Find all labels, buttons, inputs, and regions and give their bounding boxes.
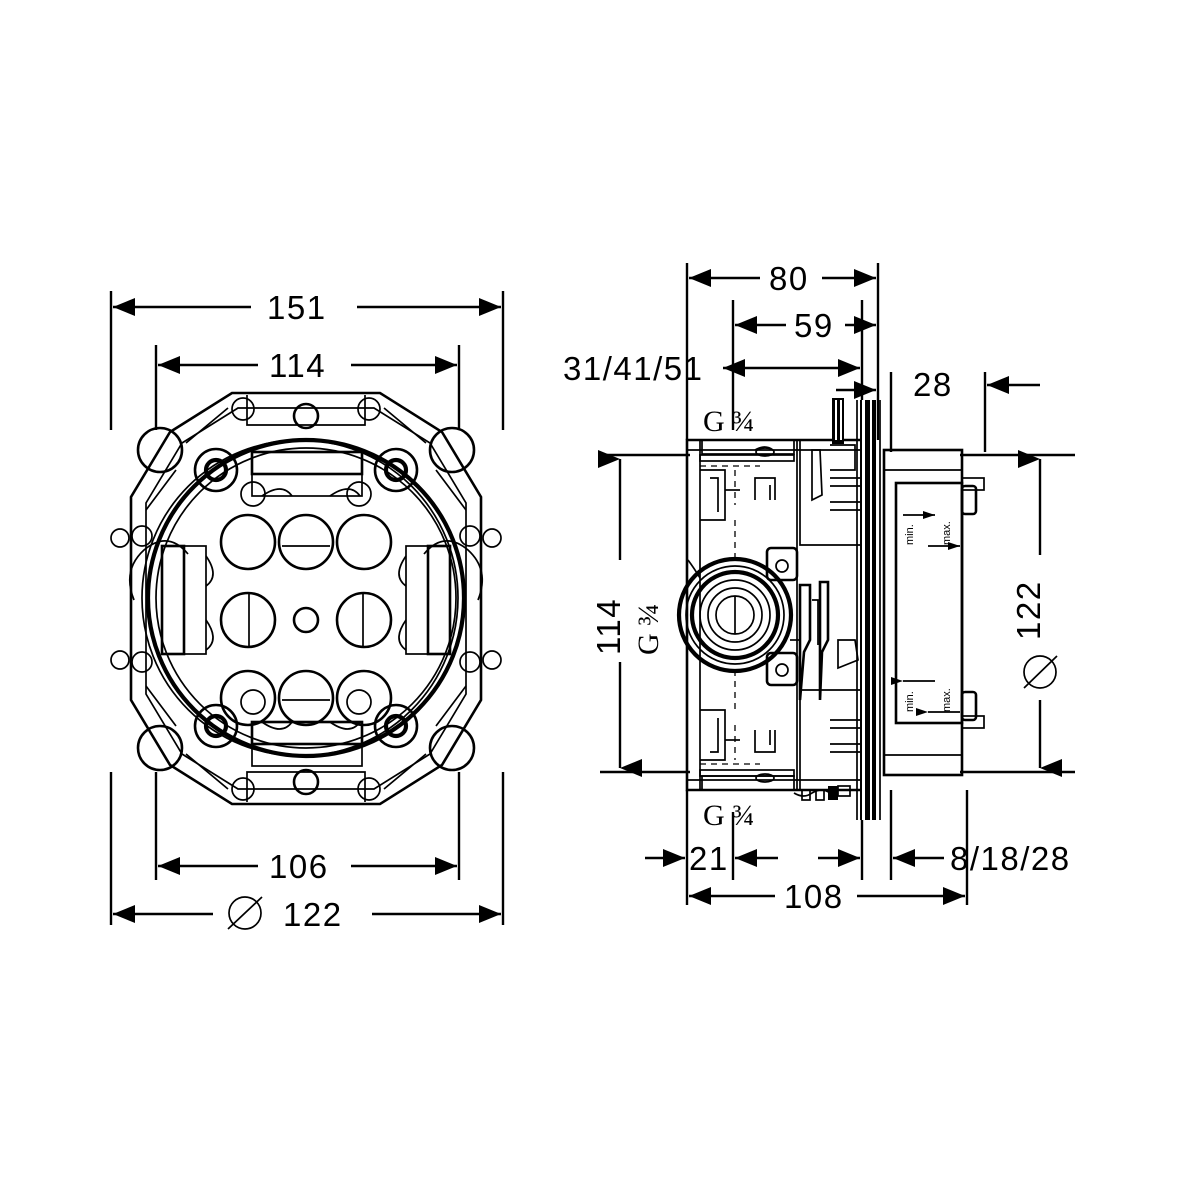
cartridge-lugs <box>765 546 799 687</box>
dimension-106-label: 106 <box>269 848 329 885</box>
cartridge-circles <box>676 556 794 674</box>
dimension-8-18-28: 8/18/28 <box>818 840 1071 877</box>
corner-bosses <box>136 426 476 772</box>
internal-chamber-bottom <box>700 709 776 761</box>
thread-label-left: G ¾ <box>632 603 665 655</box>
web-holes <box>110 397 502 801</box>
flow-label-max-bottom: max. <box>941 688 953 712</box>
dimension-151: 151 <box>113 289 501 326</box>
dimension-31-41-51-label: 31/41/51 <box>563 350 703 387</box>
upper-right-internal <box>799 440 862 546</box>
dimension-28: 28 <box>913 366 1040 403</box>
dimension-59-label: 59 <box>794 307 834 344</box>
dimension-diameter-122: 122 <box>113 896 501 933</box>
valve-body-section: min. max. min. max. <box>676 398 985 820</box>
side-clamp-blocks <box>160 544 452 656</box>
front-view-group: 151 114 106 122 <box>109 289 505 933</box>
dimension-114-label: 114 <box>269 347 326 384</box>
flow-label-max-top: max. <box>941 521 953 545</box>
dimension-151-label: 151 <box>267 289 327 326</box>
flow-indicator-top: min. max. <box>903 511 960 550</box>
dimension-80-label: 80 <box>769 260 809 297</box>
center-hole-pattern <box>219 513 393 727</box>
thread-label-top: G ¾ <box>703 405 755 438</box>
mounting-flange <box>856 400 881 820</box>
dimension-108-label: 108 <box>784 878 844 915</box>
octagonal-mounting-plate <box>110 391 502 806</box>
dimension-122-label: 122 <box>283 896 343 933</box>
diameter-symbol-icon <box>227 896 263 930</box>
dimension-106: 106 <box>158 848 457 885</box>
side-view-group: 80 59 31/41/51 28 114 <box>563 260 1075 915</box>
flow-label-min-bottom: min. <box>904 691 916 712</box>
seal-blades <box>790 580 830 701</box>
dimension-114-vertical: 114 <box>590 450 642 777</box>
front-extension-lines <box>109 291 505 925</box>
dimension-8-18-28-label: 8/18/28 <box>950 840 1071 877</box>
dimension-21-label: 21 <box>689 840 729 877</box>
escutcheon-block <box>882 448 985 777</box>
bottom-connector <box>699 769 795 791</box>
dimension-114: 114 <box>158 347 457 384</box>
thread-label-bottom: G ¾ <box>703 799 755 832</box>
dimension-28-label: 28 <box>913 366 953 403</box>
corner-detail-arcs <box>128 540 484 601</box>
dimension-80: 80 <box>689 260 876 297</box>
dimension-122-vertical-label: 122 <box>1010 580 1047 640</box>
top-connector <box>699 439 795 462</box>
dimension-31-41-51: 31/41/51 <box>563 350 860 387</box>
dimension-diameter-122-vertical: 122 <box>1010 450 1062 777</box>
dimension-114-vertical-label: 114 <box>590 598 627 655</box>
dimension-59: 59 <box>735 307 876 344</box>
clamp-blocks <box>250 450 364 767</box>
diameter-symbol-icon-vertical <box>1023 655 1058 689</box>
ribs <box>145 395 467 802</box>
hidden-internal-lines <box>700 465 760 765</box>
internal-chamber-top <box>700 469 776 521</box>
dimension-21: 21 <box>645 840 778 877</box>
lower-right-internal <box>799 639 862 790</box>
pipe-stub-bottom <box>793 785 851 801</box>
pipe-stub-top <box>832 398 844 444</box>
screw-bosses <box>193 447 419 749</box>
flow-label-min-top: min. <box>904 524 916 545</box>
dimension-108: 108 <box>689 878 965 915</box>
flow-indicator-bottom: min. max. <box>891 677 960 716</box>
